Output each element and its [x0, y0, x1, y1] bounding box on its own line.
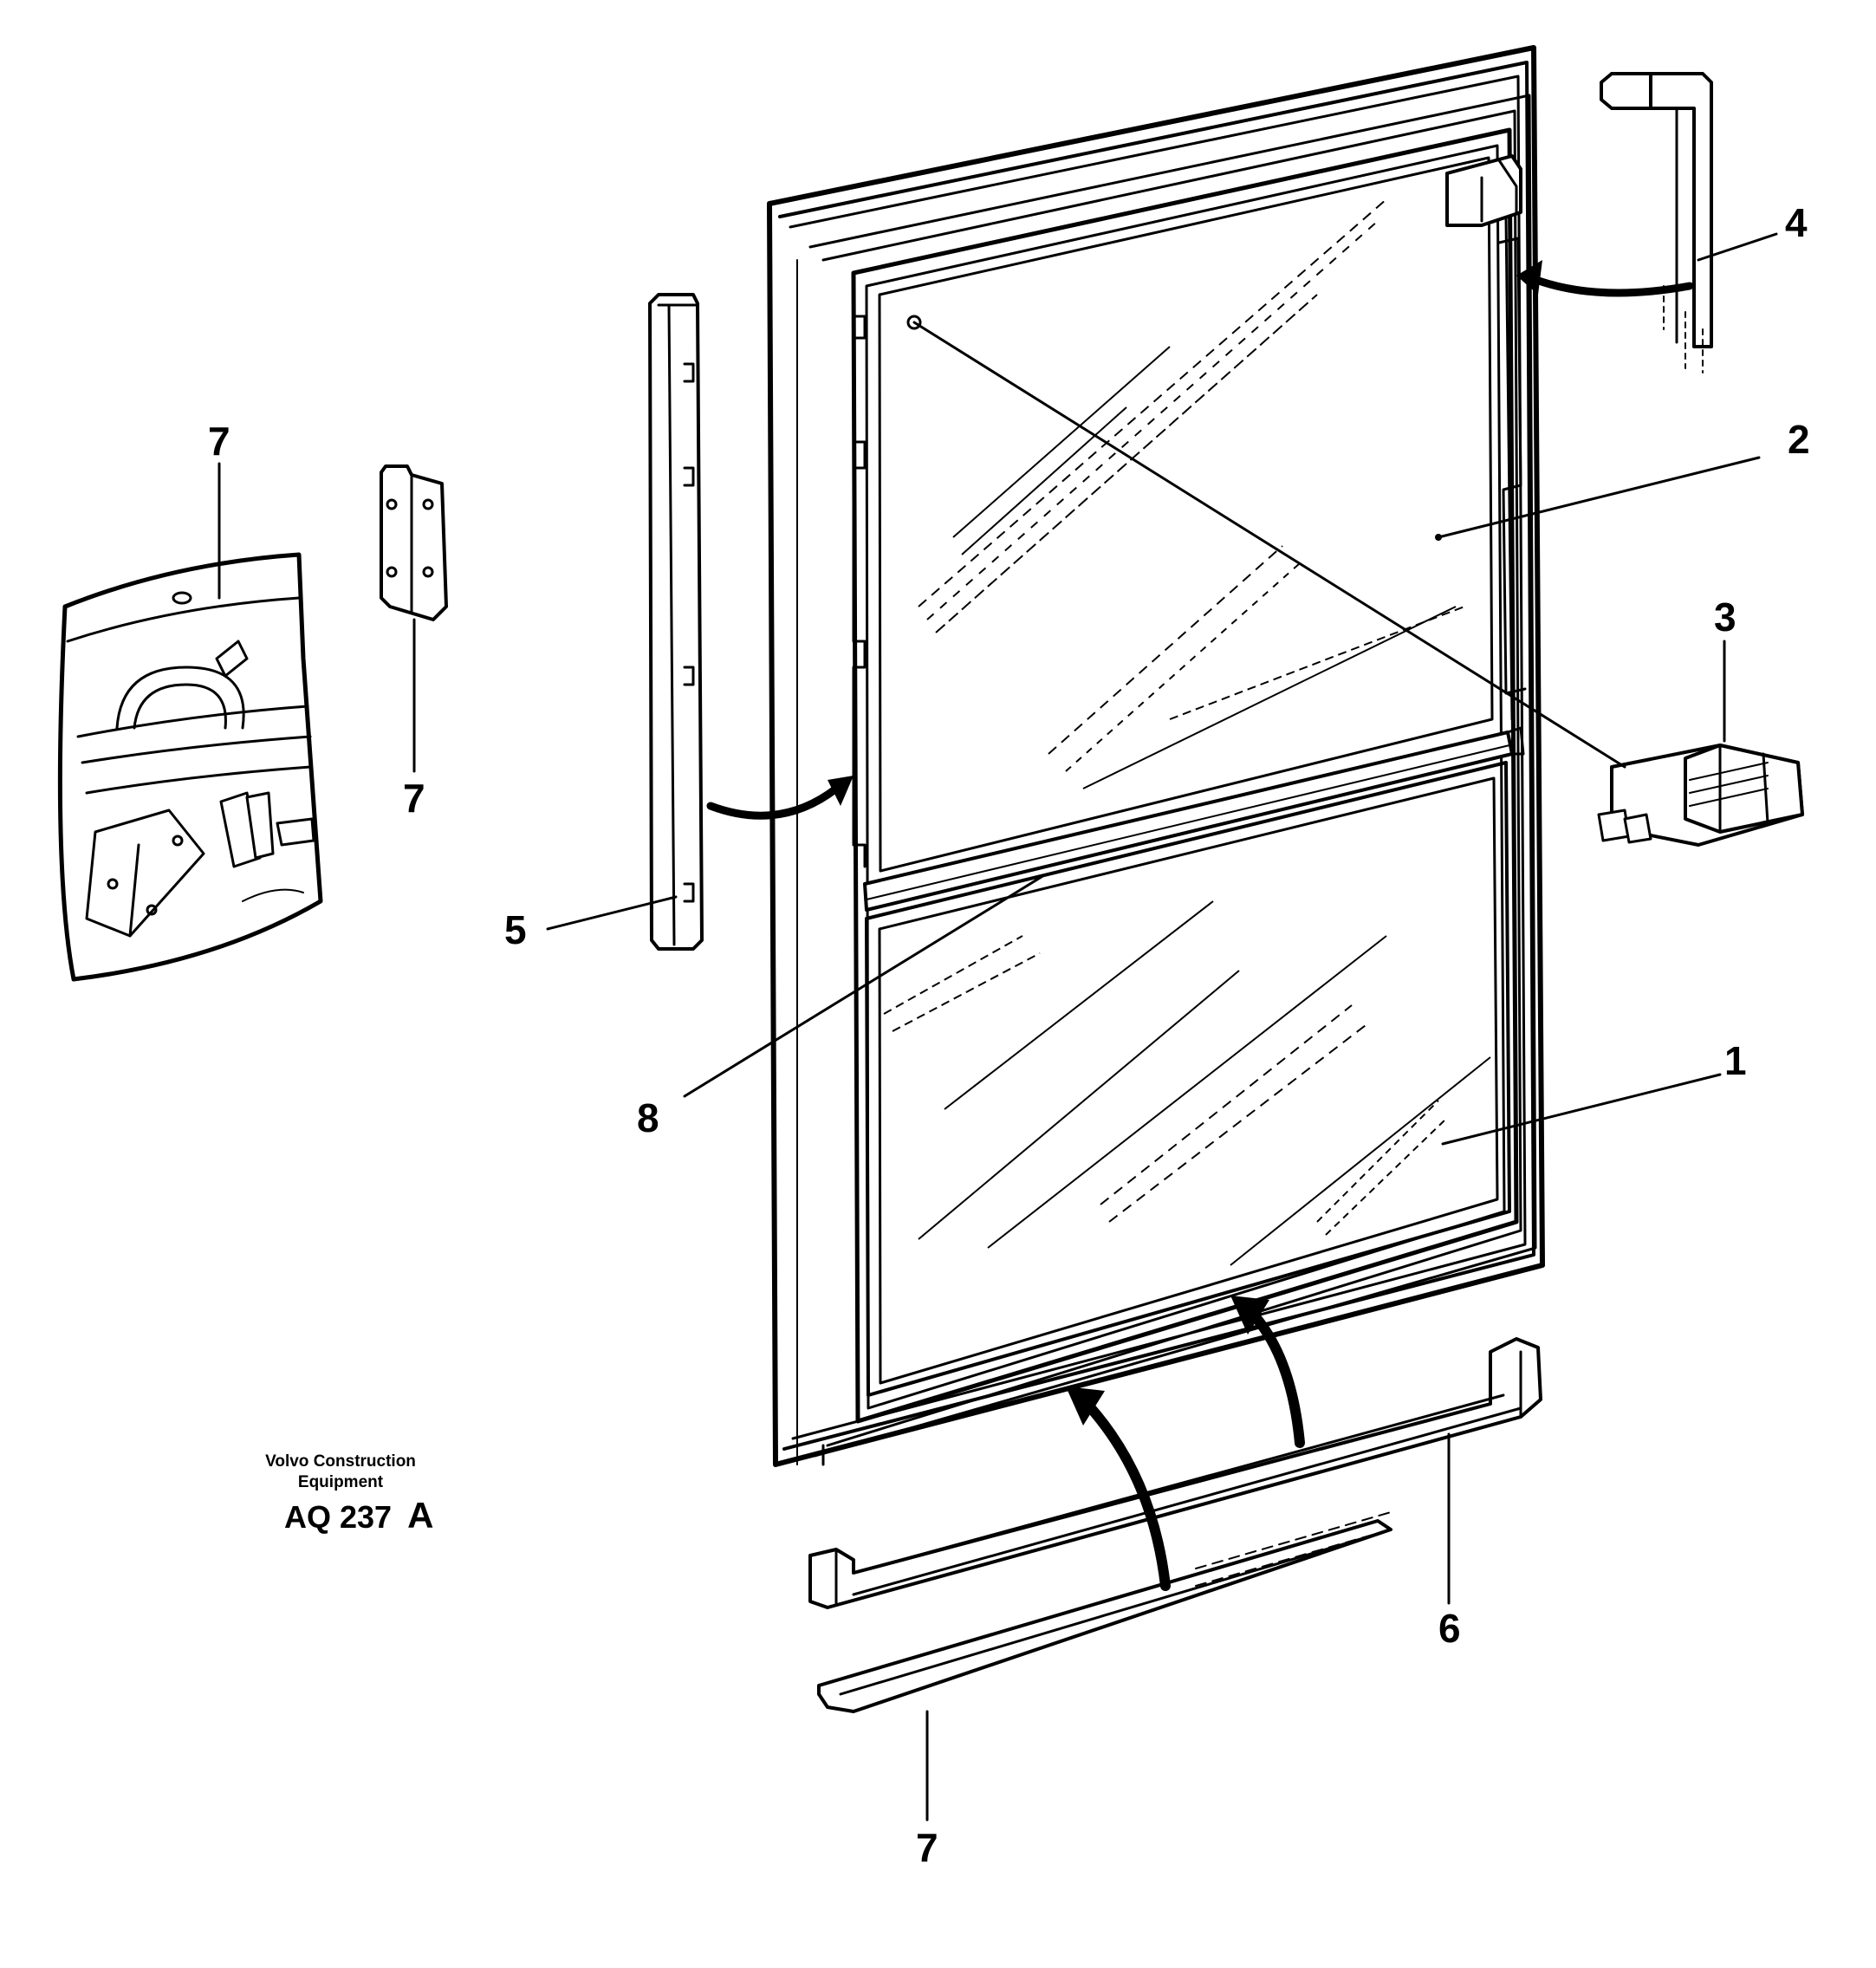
callout-8: 8: [637, 1095, 659, 1140]
callout-7-plate: 7: [403, 776, 425, 821]
callout-1: 1: [1724, 1038, 1747, 1083]
drawing-code: AQ 237 A: [284, 1495, 433, 1536]
callout-6: 6: [1438, 1606, 1461, 1651]
part-6-lower-channel: [808, 1337, 1542, 1609]
glass-reflections: [883, 198, 1491, 1266]
part-7-bag: [57, 552, 323, 982]
brand-line-1: Volvo Construction: [265, 1452, 416, 1471]
part-3-handle: [1597, 744, 1804, 847]
callout-labels: 1 2 3 4 5 6 7 7 7 8: [208, 200, 1810, 1870]
callout-7-strip: 7: [916, 1825, 938, 1870]
callout-4: 4: [1785, 200, 1808, 245]
callout-7-bag: 7: [208, 419, 230, 464]
callout-3: 3: [1714, 594, 1736, 640]
part-5-side-strip: [648, 293, 854, 951]
brand-line-2: Equipment: [298, 1473, 384, 1491]
drawing-code-number: AQ 237: [284, 1499, 392, 1535]
window-frame: [767, 45, 1545, 1467]
drawing-revision: A: [407, 1495, 433, 1536]
callout-2: 2: [1788, 417, 1810, 462]
frame-clip: [1445, 154, 1522, 227]
drawing-stamp: Volvo Construction Equipment AQ 237 A: [265, 1452, 433, 1536]
assembly-arrows: [1066, 1296, 1305, 1591]
part-4-channel: [1516, 72, 1713, 373]
part-7-bottom-strip: [817, 1511, 1392, 1713]
part-7-plate: [380, 464, 448, 621]
callout-5: 5: [504, 907, 527, 952]
leader-lines: [217, 232, 1778, 1822]
